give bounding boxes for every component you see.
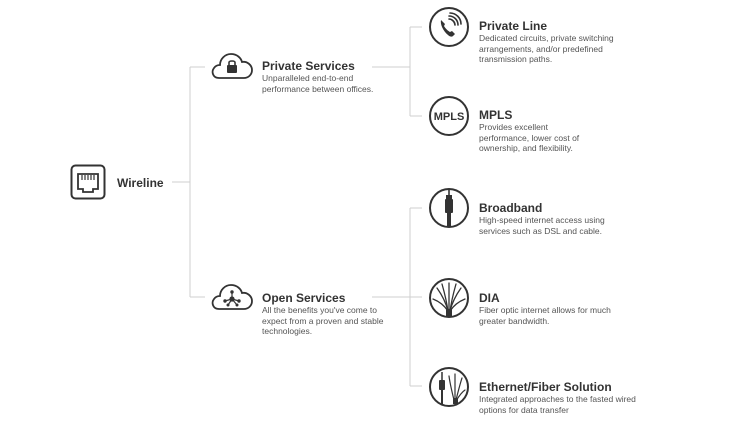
mpls-icon: MPLS: [429, 96, 469, 136]
leaf-title: Broadband: [479, 201, 543, 215]
ethernet-port-icon: [70, 164, 106, 200]
fiber-optic-icon: [429, 278, 469, 318]
branch-description: All the benefits you've come to expect f…: [262, 305, 384, 336]
fiber-cable-icon: [429, 367, 469, 407]
leaf-description: Integrated approaches to the fasted wire…: [479, 394, 636, 415]
leaf-title: DIA: [479, 291, 500, 305]
leaf-description: Fiber optic internet allows for much gre…: [479, 305, 611, 326]
branch-description: Unparalleled end-to-end performance betw…: [262, 73, 374, 94]
leaf-title: Private Line: [479, 19, 548, 33]
branch-title: Open Services: [262, 291, 346, 305]
coax-cable-icon: [429, 188, 469, 228]
root-title: Wireline: [117, 176, 164, 190]
leaf-description: Dedicated circuits, private switching ar…: [479, 33, 614, 64]
leaf-title: MPLS: [479, 108, 513, 122]
leaf-description: Provides excellent performance, lower co…: [479, 122, 580, 153]
cloud-lock-icon: [211, 53, 253, 79]
phone-signal-icon: [429, 7, 469, 47]
leaf-description: High-speed internet access using service…: [479, 215, 605, 236]
cloud-network-icon: [211, 284, 253, 310]
mpls-icon-text: MPLS: [434, 111, 465, 123]
branch-title: Private Services: [262, 59, 355, 73]
leaf-title: Ethernet/Fiber Solution: [479, 380, 612, 394]
